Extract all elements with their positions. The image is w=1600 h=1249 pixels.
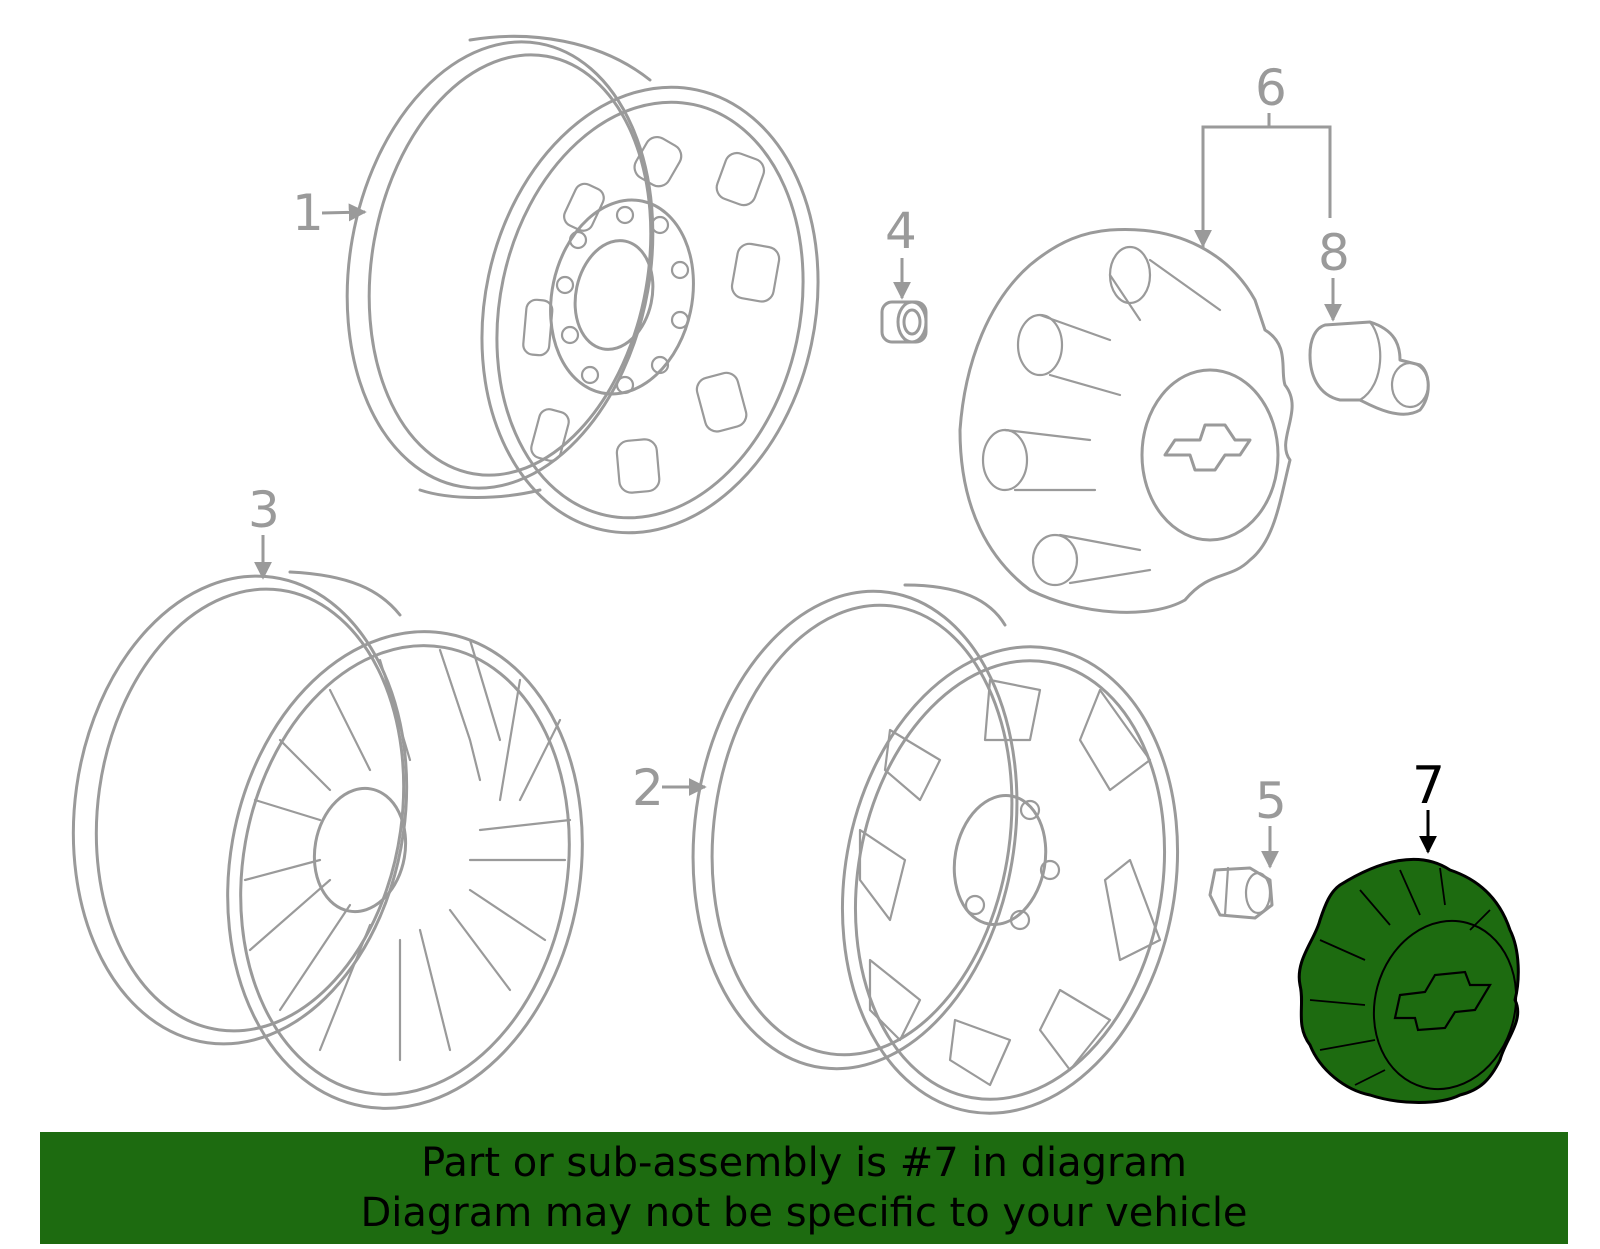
wheel-3-aluminum[interactable]	[44, 554, 619, 1136]
wheel-1-steel[interactable]	[313, 17, 858, 564]
lug-nut-4[interactable]	[880, 300, 928, 344]
callout-2: 2	[632, 759, 664, 817]
banner-line-2: Diagram may not be specific to your vehi…	[360, 1190, 1248, 1236]
callout-6: 6	[1255, 59, 1287, 117]
cap-nut-8[interactable]	[1308, 320, 1430, 416]
callout-4: 4	[885, 202, 917, 260]
callout-3: 3	[248, 481, 280, 539]
banner-line-1: Part or sub-assembly is #7 in diagram	[421, 1140, 1187, 1186]
center-cap-7-highlighted[interactable]	[1297, 857, 1534, 1105]
callout-1: 1	[292, 184, 324, 242]
wheel-2-aluminum[interactable]	[663, 570, 1213, 1140]
callout-7: 7	[1412, 756, 1445, 816]
callout-5: 5	[1255, 772, 1287, 830]
center-cap-6[interactable]	[958, 227, 1294, 614]
lug-nut-5[interactable]	[1208, 866, 1274, 920]
callout-8: 8	[1318, 224, 1350, 282]
notice-banner: Part or sub-assembly is #7 in diagram Di…	[40, 1132, 1568, 1244]
